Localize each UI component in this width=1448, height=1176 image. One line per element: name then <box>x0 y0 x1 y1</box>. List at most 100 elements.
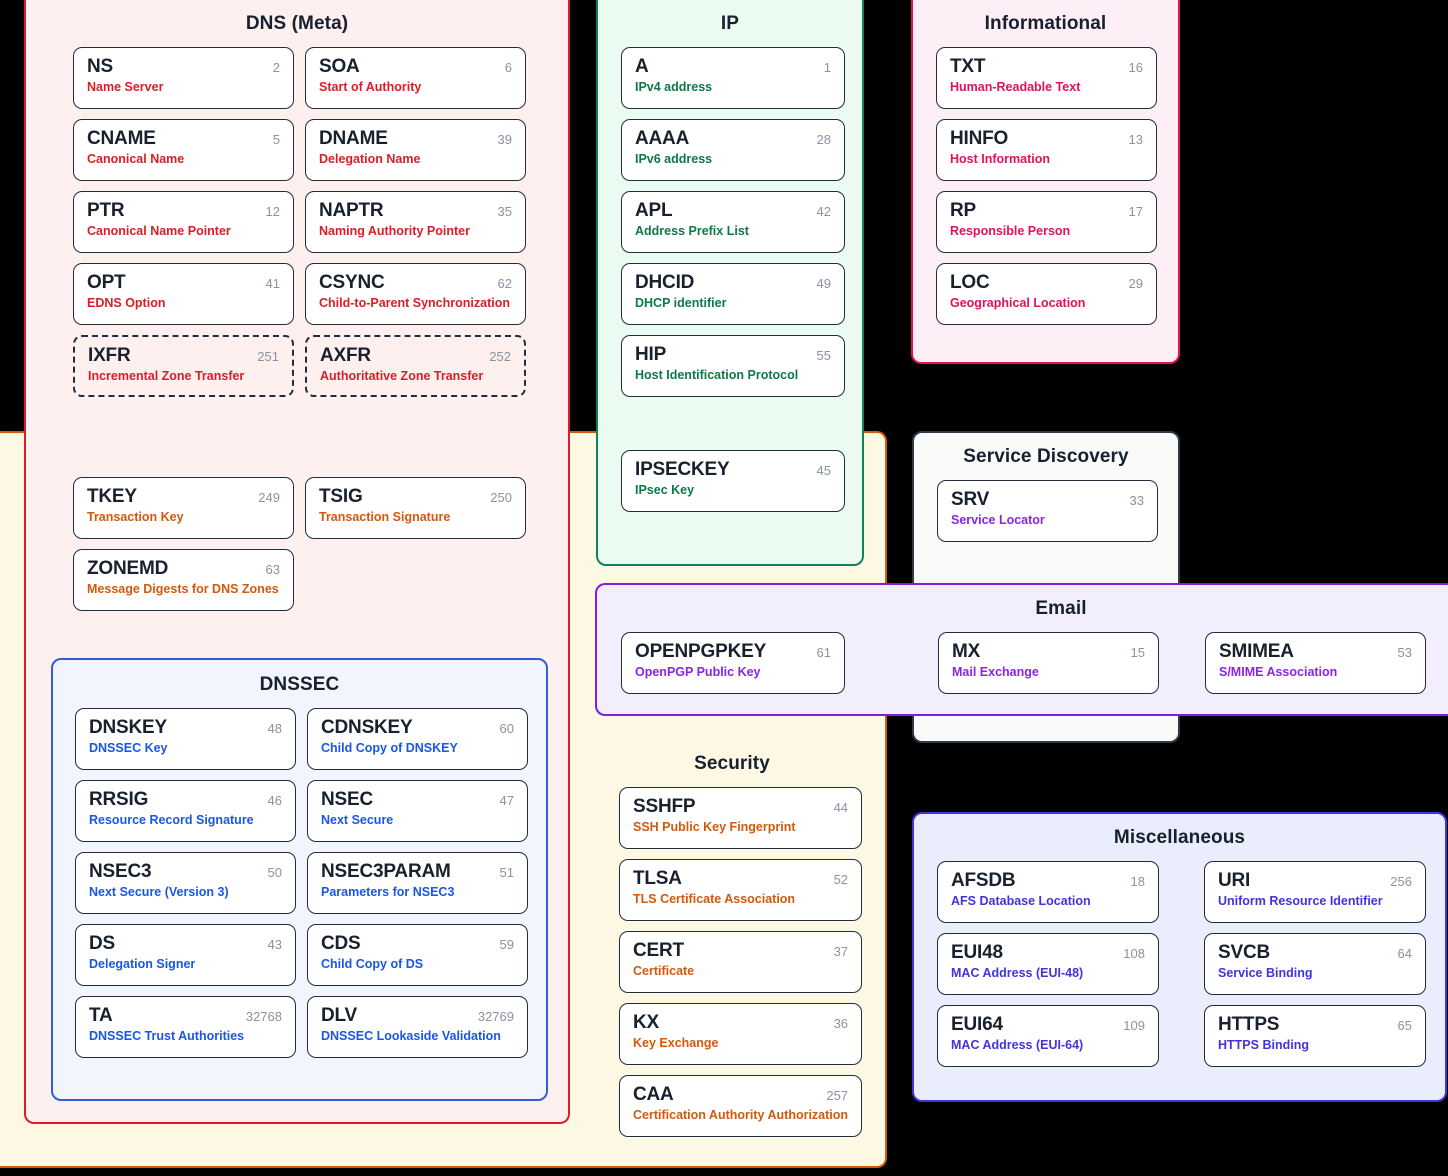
record-type-description: Transaction Signature <box>319 509 451 524</box>
record-type-name: DNAME <box>319 128 388 149</box>
record-type-number: 1 <box>823 60 831 75</box>
record-type-number: 16 <box>1128 60 1143 75</box>
record-type-number: 17 <box>1128 204 1143 219</box>
record-type-description: MAC Address (EUI-64) <box>951 1037 1084 1052</box>
record-type-description: Resource Record Signature <box>89 812 254 827</box>
record-type-number: 250 <box>490 490 512 505</box>
record-type-description: Start of Authority <box>319 79 422 94</box>
record-type-number: 41 <box>265 276 280 291</box>
record-type-description: Next Secure (Version 3) <box>89 884 229 899</box>
record-type-name: CSYNC <box>319 272 385 293</box>
record-type-description: DHCP identifier <box>635 295 727 310</box>
record-type-number: 55 <box>816 348 831 363</box>
record-type-name: NSEC <box>321 789 373 810</box>
record-type-description: Canonical Name <box>87 151 185 166</box>
record-type-description: IPv4 address <box>635 79 713 94</box>
record-type-name: IXFR <box>88 345 131 366</box>
record-type-description: DNSSEC Trust Authorities <box>89 1028 245 1043</box>
panel-security-title: Security <box>694 753 770 774</box>
panel-dnssec-title: DNSSEC <box>259 674 340 695</box>
record-type-description: Geographical Location <box>950 295 1086 310</box>
record-type-name: APL <box>635 200 673 221</box>
record-type-name: CDS <box>321 933 361 954</box>
record-type-description: Message Digests for DNS Zones <box>87 581 279 596</box>
record-type-name: CDNSKEY <box>321 717 413 738</box>
record-type-description: Name Server <box>87 79 164 94</box>
record-type-name: LOC <box>950 272 990 293</box>
record-type-description: Delegation Signer <box>89 956 196 971</box>
record-type-number: 257 <box>826 1088 849 1103</box>
record-type-description: Child-to-Parent Synchronization <box>319 295 510 310</box>
record-type-description: HTTPS Binding <box>1218 1037 1309 1052</box>
record-type-description: Service Locator <box>951 512 1045 527</box>
record-type-description: IPsec Key <box>635 482 695 497</box>
record-type-description: DNSSEC Lookaside Validation <box>321 1028 501 1043</box>
